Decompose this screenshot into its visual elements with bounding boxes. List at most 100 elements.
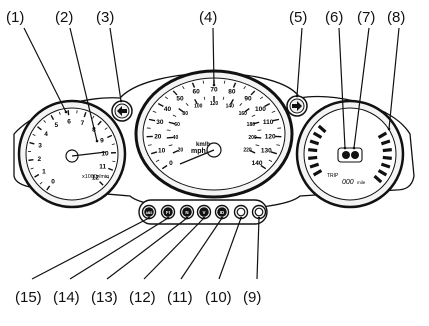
tachometer-tick-label: 2 bbox=[38, 156, 42, 163]
leader-end-dot bbox=[186, 217, 189, 220]
callout-label-bottom-4: (12) bbox=[129, 290, 156, 305]
callout-label-top-7: (7) bbox=[357, 10, 375, 25]
speedometer-kmh-tick-label: 20 bbox=[178, 147, 184, 153]
oil-indicator bbox=[235, 206, 248, 219]
abs-indicator-glyph: ABS bbox=[146, 211, 153, 215]
speedometer-kmh-tick-label: 120 bbox=[210, 101, 219, 107]
fuel-bar bbox=[308, 150, 317, 151]
multi-function-display: TRIP 000 mile bbox=[297, 101, 403, 207]
callout-label-bottom-7: (9) bbox=[243, 290, 261, 305]
leader-end-dot bbox=[258, 217, 261, 220]
speedometer-mph-tick-label: 20 bbox=[154, 134, 162, 141]
callout-label-top-8: (8) bbox=[387, 10, 405, 25]
leader-line bbox=[32, 218, 149, 279]
id-indicator: ID bbox=[216, 206, 229, 219]
callout-label-bottom-3: (13) bbox=[91, 290, 118, 305]
fi-indicator-glyph: FI bbox=[166, 210, 170, 215]
speedometer-mph-tick-label: 0 bbox=[169, 160, 173, 167]
temperature-bar bbox=[383, 157, 392, 158]
leader-end-dot bbox=[120, 100, 123, 103]
id-indicator-glyph: ID bbox=[220, 210, 224, 215]
leader-line bbox=[257, 218, 259, 279]
tachometer-tick-label: 9 bbox=[100, 137, 104, 144]
oil-indicator-inner-ring bbox=[237, 208, 245, 216]
leader-end-dot bbox=[296, 95, 299, 98]
speedometer-mph-tick-label: 10 bbox=[158, 148, 166, 155]
callout-label-bottom-6: (10) bbox=[205, 290, 232, 305]
leader-line bbox=[219, 218, 241, 279]
speedometer-mph-tick-label: 80 bbox=[228, 89, 236, 96]
leader-line bbox=[110, 28, 121, 101]
speedometer-mph-tick-label: 100 bbox=[255, 106, 266, 113]
speedometer-mph-tick-label: 130 bbox=[261, 148, 272, 155]
tachometer-tick-label: 5 bbox=[55, 122, 59, 129]
callout-label-top-3: (3) bbox=[96, 10, 114, 25]
neutral-indicator: N bbox=[181, 206, 194, 219]
speedometer-mph-tick-label: 110 bbox=[263, 119, 274, 126]
callout-label-top-1: (1) bbox=[6, 10, 24, 25]
v-indicator-glyph: V bbox=[203, 210, 206, 215]
callout-label-bottom-5: (11) bbox=[167, 290, 193, 305]
leader-end-dot bbox=[353, 147, 356, 150]
abs-indicator: ABS bbox=[143, 206, 156, 219]
speedometer-kmh-tick-label: 80 bbox=[182, 111, 188, 117]
leader-line bbox=[389, 28, 399, 129]
tachometer-tick-label: 6 bbox=[67, 118, 71, 125]
right-turn-indicator bbox=[287, 96, 307, 116]
speedometer-kmh-tick-label: 40 bbox=[173, 135, 179, 141]
speedometer-kmh-tick-label: 180 bbox=[247, 122, 256, 128]
leader-end-dot bbox=[221, 217, 224, 220]
tachometer-tick bbox=[28, 160, 33, 161]
speedometer-mph-tick-label: 90 bbox=[244, 95, 252, 102]
leader-end-dot bbox=[388, 128, 391, 131]
speedometer-kmh-tick-label: 140 bbox=[226, 103, 235, 109]
gear-left-dot bbox=[342, 151, 350, 159]
leader-end-dot bbox=[203, 217, 206, 220]
tachometer-tick-label: 7 bbox=[81, 120, 85, 127]
callout-label-bottom-2: (14) bbox=[53, 290, 80, 305]
speedometer-mph-tick-label: 60 bbox=[192, 89, 200, 96]
tachometer: 0123456789101112 x1000r/min bbox=[19, 101, 125, 207]
tachometer-unit: x1000r/min bbox=[82, 174, 109, 180]
trip-label: TRIP bbox=[327, 173, 339, 179]
leader-end-dot bbox=[344, 147, 347, 150]
leader-end-dot bbox=[148, 217, 151, 220]
fuel-bar bbox=[308, 157, 317, 158]
speedometer-unit-mph: mph bbox=[191, 148, 206, 155]
speedometer-kmh-tick-label: 200 bbox=[248, 135, 257, 141]
speedometer-mph-tick-label: 40 bbox=[164, 106, 172, 113]
callout-label-top-4: (4) bbox=[199, 10, 217, 25]
tachometer-tick-label: 0 bbox=[51, 178, 55, 185]
callout-label-top-5: (5) bbox=[289, 10, 307, 25]
leader-end-dot bbox=[167, 217, 170, 220]
speedometer-kmh-tick-label: 100 bbox=[194, 103, 203, 109]
tachometer-minor-tick bbox=[112, 161, 115, 162]
fi-indicator: FI bbox=[162, 206, 175, 219]
gear-right-dot bbox=[351, 151, 359, 159]
tachometer-tick-label: 1 bbox=[42, 169, 46, 176]
callout-label-top-6: (6) bbox=[325, 10, 343, 25]
v-indicator: V bbox=[198, 206, 211, 219]
speedometer-kmh-tick-label: 220 bbox=[243, 147, 252, 153]
tachometer-tick-label: 10 bbox=[101, 150, 109, 157]
speedometer-kmh-tick-label: 60 bbox=[174, 122, 180, 128]
leader-line bbox=[24, 28, 66, 112]
leader-end-dot bbox=[96, 140, 99, 143]
speedometer-mph-tick-label: 30 bbox=[156, 119, 164, 126]
speedometer-mph-tick-label: 70 bbox=[210, 86, 218, 93]
callout-label-top-2: (2) bbox=[55, 10, 73, 25]
temperature-bar bbox=[383, 150, 392, 151]
leader-line bbox=[181, 218, 222, 279]
tachometer-tick-label: 11 bbox=[99, 163, 106, 170]
speedometer-mph-tick-label: 50 bbox=[176, 95, 184, 102]
light-indicator bbox=[253, 206, 266, 219]
leader-line bbox=[297, 28, 302, 96]
leader-end-dot bbox=[240, 217, 243, 220]
light-indicator-inner-ring bbox=[255, 208, 263, 216]
speedometer-kmh-tick-label: 160 bbox=[239, 111, 248, 117]
tachometer-tick-label: 4 bbox=[44, 131, 48, 138]
speedometer-mph-tick-label: 140 bbox=[252, 160, 263, 167]
